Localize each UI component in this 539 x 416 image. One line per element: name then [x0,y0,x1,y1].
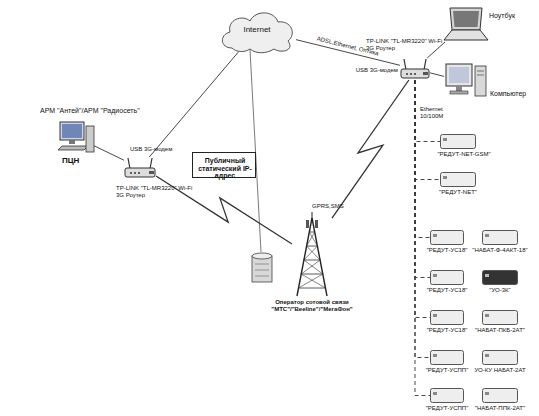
wireless-link [332,80,409,218]
alarm-device: "НАБАТ-Ф-4АКТ-18" [482,230,518,245]
internet-cloud: Internet [218,8,296,52]
ethernet-bus [415,80,430,358]
connector-line [427,42,445,58]
controller-device: "РЕДУТ-NET-GSM" [440,134,476,149]
node-label: GPRS,SMS [312,203,362,210]
node-caption: TP-LINK "TL-MR3220" Wi-Fi 3G Роутер [116,185,196,198]
alarm-device: "НАБАТ-ПКБ-2АТ" [482,310,518,325]
pc-icon [58,120,94,154]
controller-device: "РЕДУТ-УСПП" [430,388,464,403]
workstation: АРМ "Антей"/АРМ "Радиосеть"ПЦН [58,120,94,154]
connector-line [94,146,124,161]
router-icon [400,58,430,80]
dev-icon [482,230,518,245]
dev-icon [440,172,476,187]
node-label: УО-КУ НАБАТ-2АТ [471,367,529,374]
node-label: "НАБАТ-Ф-4АКТ-18" [471,247,529,254]
router: TP-LINK "TL-MR3220" Wi-Fi 3G РоутерUSB 3… [400,58,430,80]
ethernet-bus [415,80,430,238]
router: USB 3G-модемTP-LINK "TL-MR3220" Wi-Fi 3G… [124,157,156,179]
node-caption: ПЦН [62,157,98,166]
node-label: "РЕДУТ-УС18" [421,247,473,254]
node-label: АРМ "Антей"/АРМ "Радиосеть" [40,107,190,115]
controller-device: "РЕДУТ-NET" [440,172,476,187]
cell-tower: GPRS,SMSОператор сотовой связи "МТС"/"Be… [292,212,332,296]
alarm-device: "НАБАТ-ППК-2АТ" [482,388,518,403]
dev-icon [482,388,518,403]
dev-icon [430,230,464,245]
controller-device: "РЕДУТ-УС18" [430,270,464,285]
node-label: "РЕДУТ-УСПП" [421,367,473,374]
node-label: "РЕДУТ-NET" [432,189,484,196]
node-label: USB 3G-модем [130,146,190,153]
laptop: Ноутбук [442,6,488,42]
node-label: "РЕДУТ-УС18" [421,327,473,334]
node-label: Ноутбук [489,12,537,20]
wire-line [250,50,261,252]
alarm-device: "УО-3К" [482,270,518,285]
computer: Компьютер [444,60,488,104]
connector-line [149,52,238,157]
node-label: "РЕДУТ-УСПП" [421,405,473,412]
alarm-device: УО-КУ НАБАТ-2АТ [482,350,518,365]
dev-icon [430,310,464,325]
node-caption: Оператор сотовой связи "МТС"/"Beeline"/"… [237,299,387,312]
node-label: Internet [218,26,296,35]
dev-icon [482,350,518,365]
dev-icon [430,388,464,403]
note-label: Ethernet 10/100M [420,106,460,119]
node-label: "НАБАТ-ПКБ-2АТ" [471,327,529,334]
server-symbol [252,253,272,282]
dev-icon [430,270,464,285]
ethernet-bus [415,80,440,180]
node-label: Публичный статический IP- адрес [194,157,256,180]
dev-icon [440,134,476,149]
pc2-icon [444,60,488,104]
node-label: "УО-3К" [471,287,529,294]
node-label: Компьютер [490,90,538,98]
controller-device: "РЕДУТ-УС18" [430,230,464,245]
controller-device: "РЕДУТ-УС18" [430,310,464,325]
tower-icon [292,212,332,296]
dev-icon [482,310,518,325]
node-label: TP-LINK "TL-MR3220" Wi-Fi 3G Роутер [366,38,446,51]
node-label: "НАБАТ-ППК-2АТ" [471,405,529,412]
ethernet-bus [415,80,430,396]
dev-icon [430,350,464,365]
node-label: "РЕДУТ-УС18" [421,287,473,294]
controller-device: "РЕДУТ-УСПП" [430,350,464,365]
laptop-icon [442,6,488,42]
ip-address-box: Публичный статический IP- адрес [192,152,256,178]
node-label: "РЕДУТ-NET-GSM" [432,151,496,158]
devdark-icon [482,270,518,285]
node-caption: USB 3G-модем [350,67,398,74]
router-icon [124,157,156,179]
connector-line [430,73,444,77]
